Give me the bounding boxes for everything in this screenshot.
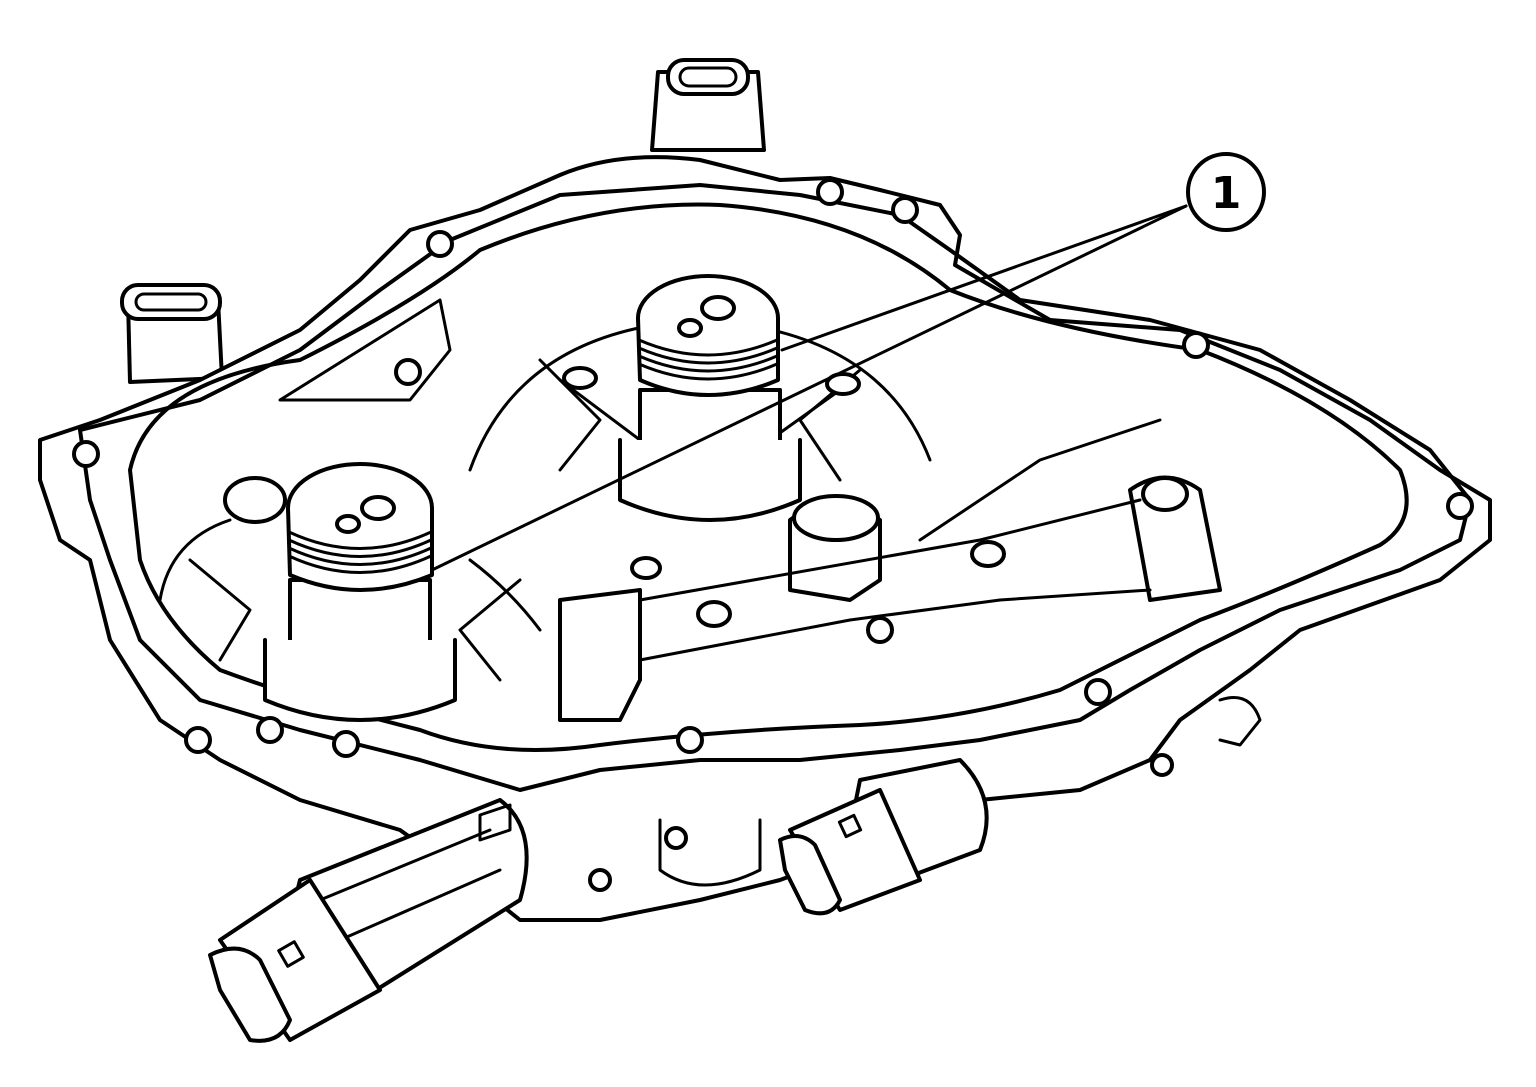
callout-1: 1 — [1186, 152, 1266, 232]
rear-solenoid — [618, 274, 802, 522]
callout-leader-lines — [430, 204, 1188, 572]
valve-body — [38, 155, 1492, 922]
front-right-connector — [778, 758, 989, 916]
callout-1-label: 1 — [1211, 168, 1242, 219]
bolt-holes — [72, 178, 1474, 892]
gasket-flange — [78, 183, 1472, 792]
front-solenoid-ribs — [158, 476, 542, 682]
front-solenoid — [263, 462, 457, 722]
front-left-connector — [208, 798, 529, 1043]
valve-housing — [558, 418, 1262, 887]
rear-left-connector — [120, 283, 224, 384]
rear-top-connector — [650, 58, 766, 152]
